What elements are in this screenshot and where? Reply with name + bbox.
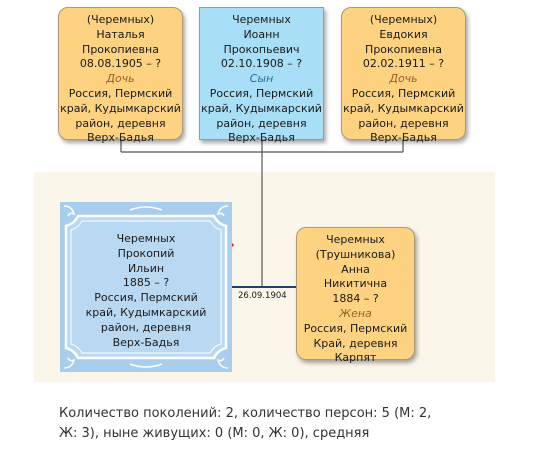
person-place-line: район, деревня (75, 116, 166, 130)
person-place-line: Россия, Пермский (94, 291, 198, 305)
person-patronymic: Прокопиевна (365, 42, 442, 56)
person-card-ioann[interactable]: Черемных Иоанн Прокопьевич 02.10.1908 – … (199, 7, 324, 144)
summary-line: Ж: 3), ныне живущих: 0 (М: 0, Ж: 0), сре… (59, 426, 370, 441)
person-relation: Жена (339, 306, 372, 320)
ornamental-frame-icon (63, 205, 229, 369)
person-surname: Черемных (326, 233, 385, 246)
person-surname: Черемных (116, 232, 176, 245)
person-place-line: Карпят (334, 351, 377, 365)
person-place-line: Верх-Бадья (112, 335, 180, 349)
person-first-name: Прокопий (117, 246, 175, 260)
person-dates: 08.08.1905 – ? (79, 57, 162, 71)
tree-summary: Количество поколений: 2, количество перс… (59, 404, 479, 444)
person-dates: 1885 – ? (122, 276, 170, 290)
person-place-line: район, деревня (358, 116, 449, 130)
person-patronymic: Ильин (127, 261, 165, 275)
person-place-line: край, Кудымкарский (343, 101, 464, 115)
person-relation: Сын (249, 72, 274, 86)
person-first-name: Иоанн (243, 27, 280, 41)
person-place-line: район, деревня (216, 116, 307, 130)
person-place-line: край, Кудымкарский (85, 305, 207, 319)
person-card-natalya[interactable]: (Черемных) Наталья Прокопиевна 08.08.190… (58, 7, 183, 144)
person-maiden-name: (Трушникова) (315, 247, 396, 261)
person-card-anna[interactable]: Черемных (Трушникова) Анна Никитична 188… (296, 227, 415, 364)
person-place-line: Верх-Бадья (228, 131, 295, 145)
person-dates: 02.10.1908 – ? (220, 57, 303, 71)
person-patronymic: Никитична (323, 277, 388, 291)
person-place-line: Верх-Бадья (370, 131, 437, 145)
marriage-date: 26.09.1904 (238, 291, 287, 301)
person-first-name: Евдокия (379, 27, 428, 41)
person-place-line: Россия, Пермский (209, 86, 314, 100)
person-surname: (Черемных) (86, 13, 155, 26)
person-card-prokopiy[interactable]: Черемных Прокопий Ильин 1885 – ? Россия,… (60, 202, 232, 372)
person-relation: Дочь (389, 72, 418, 86)
person-surname: (Черемных) (369, 13, 438, 26)
person-place-line: район, деревня (100, 320, 192, 334)
person-patronymic: Прокопиевна (82, 42, 159, 56)
person-dates: 1884 – ? (332, 292, 379, 306)
person-place-line: край, Кудымкарский (201, 101, 322, 115)
person-place-line: Россия, Пермский (351, 86, 456, 100)
person-first-name: Наталья (96, 27, 145, 41)
person-place-line: Верх-Бадья (87, 131, 154, 145)
person-dates: 02.02.1911 – ? (362, 57, 445, 71)
person-surname: Черемных (232, 13, 291, 26)
person-place-line: Россия, Пермский (303, 321, 408, 335)
person-first-name: Анна (341, 262, 370, 276)
person-place-line: Россия, Пермский (68, 86, 173, 100)
person-patronymic: Прокопьевич (223, 42, 300, 56)
person-place-line: Край, деревня (313, 336, 398, 350)
summary-line: Количество поколений: 2, количество перс… (59, 406, 432, 421)
person-place-line: край, Кудымкарский (60, 101, 181, 115)
person-card-evdokiya[interactable]: (Черемных) Евдокия Прокопиевна 02.02.191… (341, 7, 466, 144)
person-relation: Дочь (106, 72, 135, 86)
